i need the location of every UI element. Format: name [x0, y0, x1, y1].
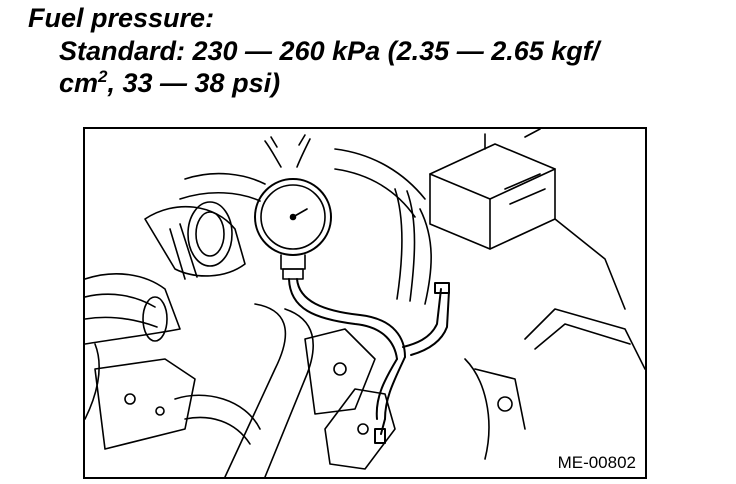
fuel-pressure-spec: Standard: 230 — 260 kPa (2.35 — 2.65 kgf…	[59, 35, 599, 99]
air-hose	[144, 201, 246, 280]
coolant-pipe	[174, 303, 314, 477]
strut-tower	[464, 308, 645, 460]
spec-unit-exponent: 2	[98, 67, 108, 86]
fuel-lines	[394, 188, 432, 305]
engine-bay-line-drawing	[85, 129, 645, 477]
fuse-box	[429, 129, 626, 310]
engine-illustration-frame: ME-00802	[83, 127, 647, 479]
intake-duct	[85, 273, 181, 420]
engine-block	[94, 328, 376, 450]
figure-id-label: ME-00802	[554, 453, 639, 473]
mounting-bracket	[324, 388, 396, 470]
pressure-gauge	[254, 134, 332, 280]
spec-unit-cm: cm	[59, 68, 99, 98]
spec-line-1: Standard: 230 — 260 kPa (2.35 — 2.65 kgf…	[59, 36, 600, 66]
section-heading: Fuel pressure:	[28, 3, 215, 33]
spec-line-2: cm2, 33 — 38 psi)	[59, 67, 599, 99]
upper-pipes	[179, 148, 426, 218]
spec-psi-range: , 33 — 38 psi)	[107, 68, 281, 98]
gauge-hoses	[288, 278, 450, 444]
